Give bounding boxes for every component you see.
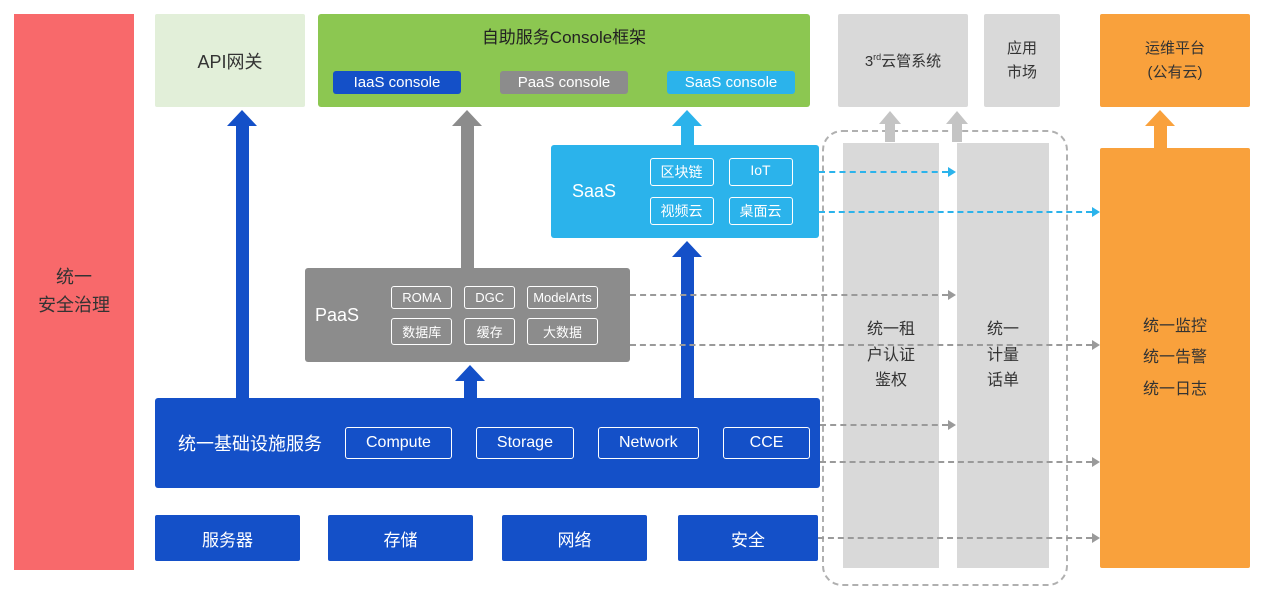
paas-chip-cache: 缓存: [464, 317, 516, 345]
unified-security-governance-bar: 统一 安全治理: [14, 14, 134, 570]
arrow-infra-to-paas-shaft: [464, 379, 477, 398]
arrow-infra-to-saas-shaft: [681, 255, 694, 398]
api-gateway-box: API网关: [155, 14, 305, 107]
arrow-metering-to-3rd-cms-head: [946, 111, 968, 124]
app-market-box: 应用 市场: [984, 14, 1060, 107]
paas-chip-modelarts: ModelArts: [527, 285, 598, 309]
connector-saas-to-auth-line: [819, 171, 948, 173]
arrow-infra-to-paas-head: [455, 365, 485, 381]
third-party-num: 3: [864, 53, 874, 70]
saas-layer-box: SaaS 区块链 IoT 视频云 桌面云: [551, 145, 819, 238]
connector-paas-to-monitoring-line: [630, 344, 1092, 346]
metering-billing-bar: 统一 计量 话单: [957, 143, 1049, 568]
monitoring-alarm-log-box: 统一监控 统一告警 统一日志: [1100, 148, 1250, 568]
console-framework-box: 自助服务Console框架 IaaS console PaaS console …: [318, 14, 810, 107]
saas-chip-desktop-cloud: 桌面云: [728, 197, 793, 225]
saas-console-chip: SaaS console: [667, 71, 795, 94]
connector-paas-to-monitoring-arrowhead: [1092, 340, 1100, 350]
saas-label: SaaS: [571, 181, 617, 201]
infra-chip-cce: CCE: [722, 427, 811, 459]
om-platform-box: 运维平台 (公有云): [1100, 14, 1250, 107]
arrow-metering-to-3rd-cms-shaft: [952, 122, 962, 142]
arrow-infra-to-api-gateway-head: [227, 110, 257, 126]
connector-paas-to-auth-line: [630, 294, 948, 296]
paas-chip-dgc: DGC: [464, 285, 516, 309]
console-framework-title: 自助服务Console框架: [481, 28, 647, 47]
connector-saas-to-monitoring-line: [819, 211, 1092, 213]
saas-chip-video-cloud: 视频云: [649, 197, 714, 225]
connector-infra-to-metering-arrowhead: [948, 420, 956, 430]
arrow-monitoring-to-om-platform-shaft: [1154, 124, 1167, 148]
infra-chip-network: Network: [597, 427, 699, 459]
arrow-paas-to-console-shaft: [461, 124, 474, 268]
connector-paas-to-auth-arrowhead: [948, 290, 956, 300]
paas-label: PaaS: [314, 304, 360, 325]
infra-chip-storage: Storage: [475, 427, 574, 459]
paas-chip-roma: ROMA: [391, 285, 453, 309]
connector-saas-to-auth-arrowhead: [948, 167, 956, 177]
paas-chip-database: 数据库: [391, 317, 453, 345]
resource-box-security: 安全: [678, 515, 818, 561]
connector-infra-to-monitoring-line: [820, 461, 1092, 463]
paas-console-chip: PaaS console: [500, 71, 628, 94]
connector-security-to-monitoring-arrowhead: [1092, 533, 1100, 543]
iaas-console-chip: IaaS console: [333, 71, 461, 94]
tenant-services-dashed-frame: [822, 130, 1068, 586]
arrow-infra-to-saas-head: [672, 241, 702, 257]
tenant-auth-bar: 统一租 户认证 鉴权: [843, 143, 939, 568]
infrastructure-layer-box: 统一基础设施服务 Compute Storage Network CCE: [155, 398, 820, 488]
saas-chip-grid: 区块链 IoT 视频云 桌面云: [637, 158, 819, 225]
infrastructure-chip-row: Compute Storage Network CCE: [345, 427, 826, 459]
third-party-text: 云管系统: [881, 53, 942, 70]
console-chip-row: IaaS console PaaS console SaaS console: [333, 71, 795, 94]
connector-infra-to-monitoring-arrowhead: [1092, 457, 1100, 467]
connector-saas-to-monitoring-arrowhead: [1092, 207, 1100, 217]
connector-infra-to-metering-line: [820, 424, 948, 426]
connector-security-to-monitoring-line: [818, 537, 1092, 539]
arrow-saas-to-console-shaft: [681, 124, 694, 145]
arrow-auth-to-3rd-cms-shaft: [885, 122, 895, 142]
third-party-cloud-mgmt-label: 3rd云管系统: [865, 50, 941, 71]
infra-chip-compute: Compute: [345, 427, 452, 459]
paas-chip-bigdata: 大数据: [527, 317, 598, 345]
infrastructure-label: 统一基础设施服务: [178, 434, 322, 454]
arrow-auth-to-3rd-cms-head: [879, 111, 901, 124]
third-party-cloud-mgmt-box: 3rd云管系统: [838, 14, 968, 107]
arrow-monitoring-to-om-platform-head: [1145, 110, 1175, 126]
saas-chip-iot: IoT: [728, 158, 793, 186]
resource-box-server: 服务器: [155, 515, 300, 561]
resource-box-storage: 存储: [328, 515, 473, 561]
paas-layer-box: PaaS ROMA DGC ModelArts 数据库 缓存 大数据: [305, 268, 630, 362]
resource-box-network: 网络: [502, 515, 647, 561]
arrow-saas-to-console-head: [672, 110, 702, 126]
saas-chip-blockchain: 区块链: [649, 158, 714, 186]
paas-chip-grid: ROMA DGC ModelArts 数据库 缓存 大数据: [369, 285, 630, 345]
third-party-sup: rd: [873, 52, 882, 62]
arrow-infra-to-api-gateway-shaft: [236, 124, 249, 398]
arrow-paas-to-console-head: [452, 110, 482, 126]
